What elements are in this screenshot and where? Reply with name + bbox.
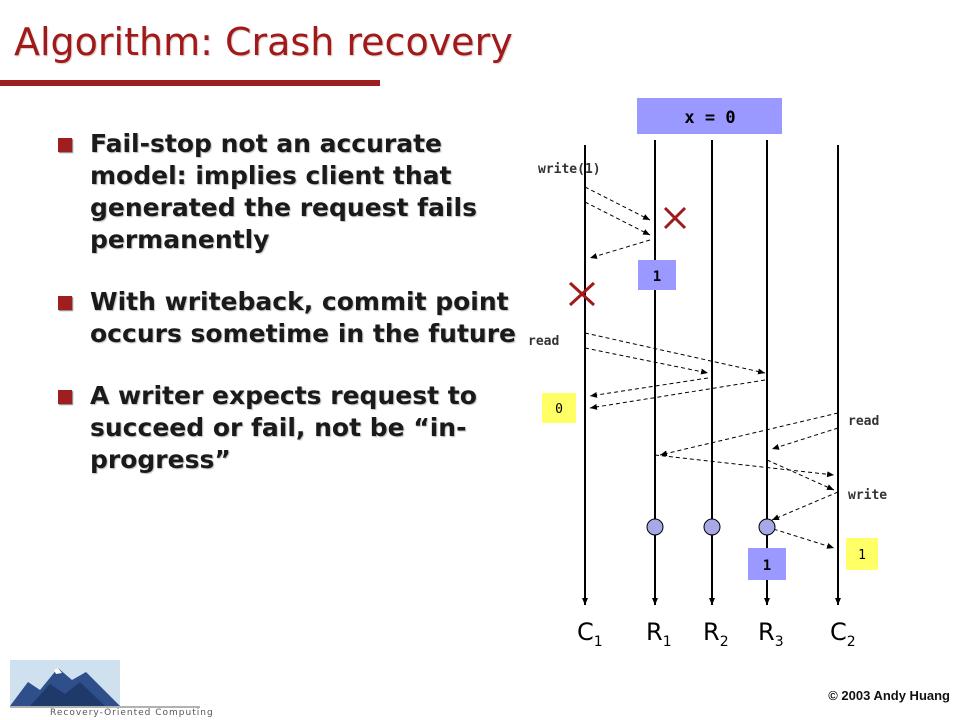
value-box-c2 (846, 538, 878, 570)
bullet-item: Fail-stop not an accurate model: implies… (58, 128, 518, 256)
crash-x-icon (663, 206, 687, 230)
process-label-r2: R2 (703, 618, 729, 650)
message-arrow (654, 454, 835, 478)
message-arrow (766, 526, 835, 549)
message-arrow (584, 186, 651, 221)
value-label-r1: 1 (653, 269, 661, 285)
write-op-label-c2: write (848, 488, 887, 503)
value-label-r3: 1 (763, 558, 771, 574)
read-op-label-c2: read (848, 414, 879, 429)
bullet-text: A writer expects request to succeed or f… (90, 381, 477, 474)
message-arrow (766, 459, 835, 491)
message-arrow (771, 427, 839, 450)
value-box-r1 (638, 260, 676, 290)
message-arrow (584, 347, 709, 375)
write-op-label: write(1) (538, 162, 601, 177)
bullet-text: With writeback, commit point occurs some… (90, 287, 517, 348)
value-box-c1 (542, 393, 576, 423)
process-label-c2: C2 (830, 618, 856, 650)
roc-logo (10, 660, 200, 708)
title-underline (0, 80, 380, 86)
bullet-item: With writeback, commit point occurs some… (58, 286, 518, 350)
commit-node (758, 518, 776, 536)
process-label-r3: R3 (758, 618, 784, 650)
square-bullet-icon (58, 296, 72, 310)
message-arrow (584, 201, 651, 236)
commit-node (703, 518, 721, 536)
commit-node (646, 518, 664, 536)
state-label: x = 0 (684, 108, 735, 128)
message-arrow (771, 491, 839, 521)
copyright-text: © 2003 Andy Huang (828, 688, 950, 703)
message-arrow (589, 239, 651, 259)
square-bullet-icon (58, 138, 72, 152)
process-label-c1: C1 (577, 618, 603, 650)
process-label-r1: R1 (646, 618, 672, 650)
message-arrow (589, 377, 709, 398)
value-box-r3 (748, 548, 786, 580)
square-bullet-icon (58, 390, 72, 404)
bullet-list: Fail-stop not an accurate model: implies… (58, 128, 518, 506)
read-op-label-c1: read (528, 334, 559, 349)
state-box (637, 98, 782, 134)
logo-text: Recovery-Oriented Computing (50, 708, 214, 718)
bullet-text: Fail-stop not an accurate model: implies… (90, 129, 477, 254)
crash-x-icon (568, 281, 596, 307)
value-label-c2: 1 (858, 548, 866, 563)
bullet-item: A writer expects request to succeed or f… (58, 380, 518, 476)
message-arrow (589, 379, 766, 410)
slide-title: Algorithm: Crash recovery (14, 20, 513, 64)
message-arrow (659, 412, 839, 457)
message-arrow (584, 332, 766, 375)
value-label-c1: 0 (555, 402, 563, 417)
